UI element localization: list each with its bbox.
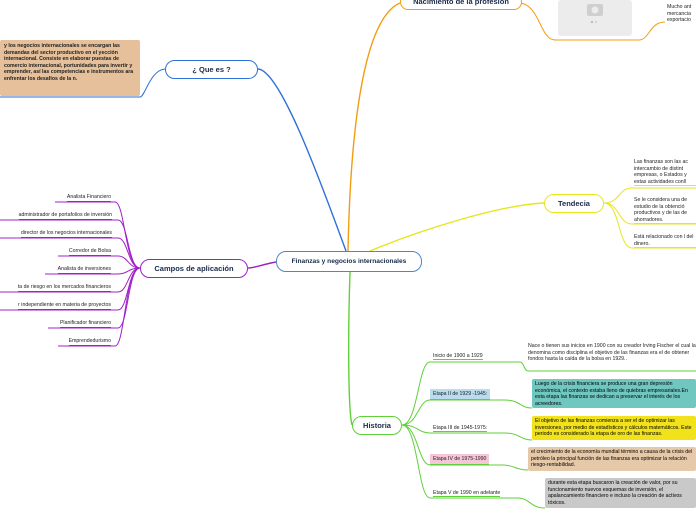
tendencia-item[interactable]: Las finanzas son las ac intercambio de d… <box>634 159 696 187</box>
historia-stage-label[interactable]: Etapa II de 1929 -1945: <box>430 389 491 400</box>
branch-que-es-link <box>0 68 166 98</box>
branch-tendencia <box>369 202 545 252</box>
campo-item[interactable]: Analista de inversiones <box>57 266 111 274</box>
historia-stage-label[interactable]: Etapa III de 1945-1975: <box>433 425 488 432</box>
historia-stage-label[interactable]: Etapa IV de 1975-1990 <box>430 454 490 465</box>
nacimiento-node[interactable]: Nacimiento de la profesión <box>400 0 522 10</box>
campo-item[interactable]: Planificador financiero <box>59 320 111 328</box>
historia-node[interactable]: Historia <box>352 416 402 435</box>
historia-stage-text[interactable]: El objetivo de las finanzas comienza a s… <box>532 416 696 440</box>
campo-item[interactable]: Analista Financiero <box>66 194 111 202</box>
nacimiento-image-placeholder <box>558 0 632 36</box>
campo-item[interactable]: Emprendedurismo <box>68 338 111 346</box>
campos-lines <box>0 201 141 347</box>
campo-item[interactable]: ta de riesgo en los mercados financieros <box>17 284 111 292</box>
campo-item[interactable]: director de los negocios internacionales <box>20 230 112 238</box>
historia-stage-text[interactable]: Luego de la crisis financiera se produce… <box>532 379 696 408</box>
tendencia-lines <box>603 187 696 249</box>
branch-campos <box>247 261 277 269</box>
campo-item[interactable]: Corredor de Bolsa <box>68 248 111 256</box>
historia-stage-label[interactable]: Inicio de 1900 a 1929 <box>433 353 483 360</box>
branch-que-es <box>257 68 347 252</box>
campo-item[interactable]: r independiente en materia de proyectos <box>18 302 111 310</box>
tendencia-node[interactable]: Tendecia <box>544 194 604 213</box>
camera-icon <box>587 4 603 24</box>
nacimiento-text[interactable]: Mucho ant mercancia exportacio <box>667 4 692 24</box>
historia-stage-text[interactable]: durante esta etapa buscaron la creación … <box>545 478 696 508</box>
que-es-description[interactable]: y los negocios internacionales se encarg… <box>0 40 140 96</box>
historia-stage-text[interactable]: Nace o tienen sus inicios en 1900 con su… <box>528 343 696 363</box>
tendencia-item[interactable]: Se le considera una de estudio de la obt… <box>634 197 696 225</box>
historia-stage-label[interactable]: Etapa V de 1990 en adelante <box>433 490 501 497</box>
branch-nacimiento-sub <box>519 2 666 41</box>
branch-historia <box>347 271 353 426</box>
campos-node[interactable]: Campos de aplicación <box>140 259 248 278</box>
central-topic[interactable]: Finanzas y negocios internacionales <box>276 251 422 272</box>
campo-item[interactable]: administrador de portafolios de inversió… <box>18 212 112 220</box>
historia-lines <box>401 361 696 509</box>
branch-nacimiento <box>347 2 401 252</box>
tendencia-item[interactable]: Está relacionado con l del dinero. <box>634 234 696 249</box>
historia-stage-text[interactable]: el crecimiento de la economía mundial té… <box>528 447 696 471</box>
que-es-node[interactable]: ¿ Que es ? <box>165 60 258 79</box>
